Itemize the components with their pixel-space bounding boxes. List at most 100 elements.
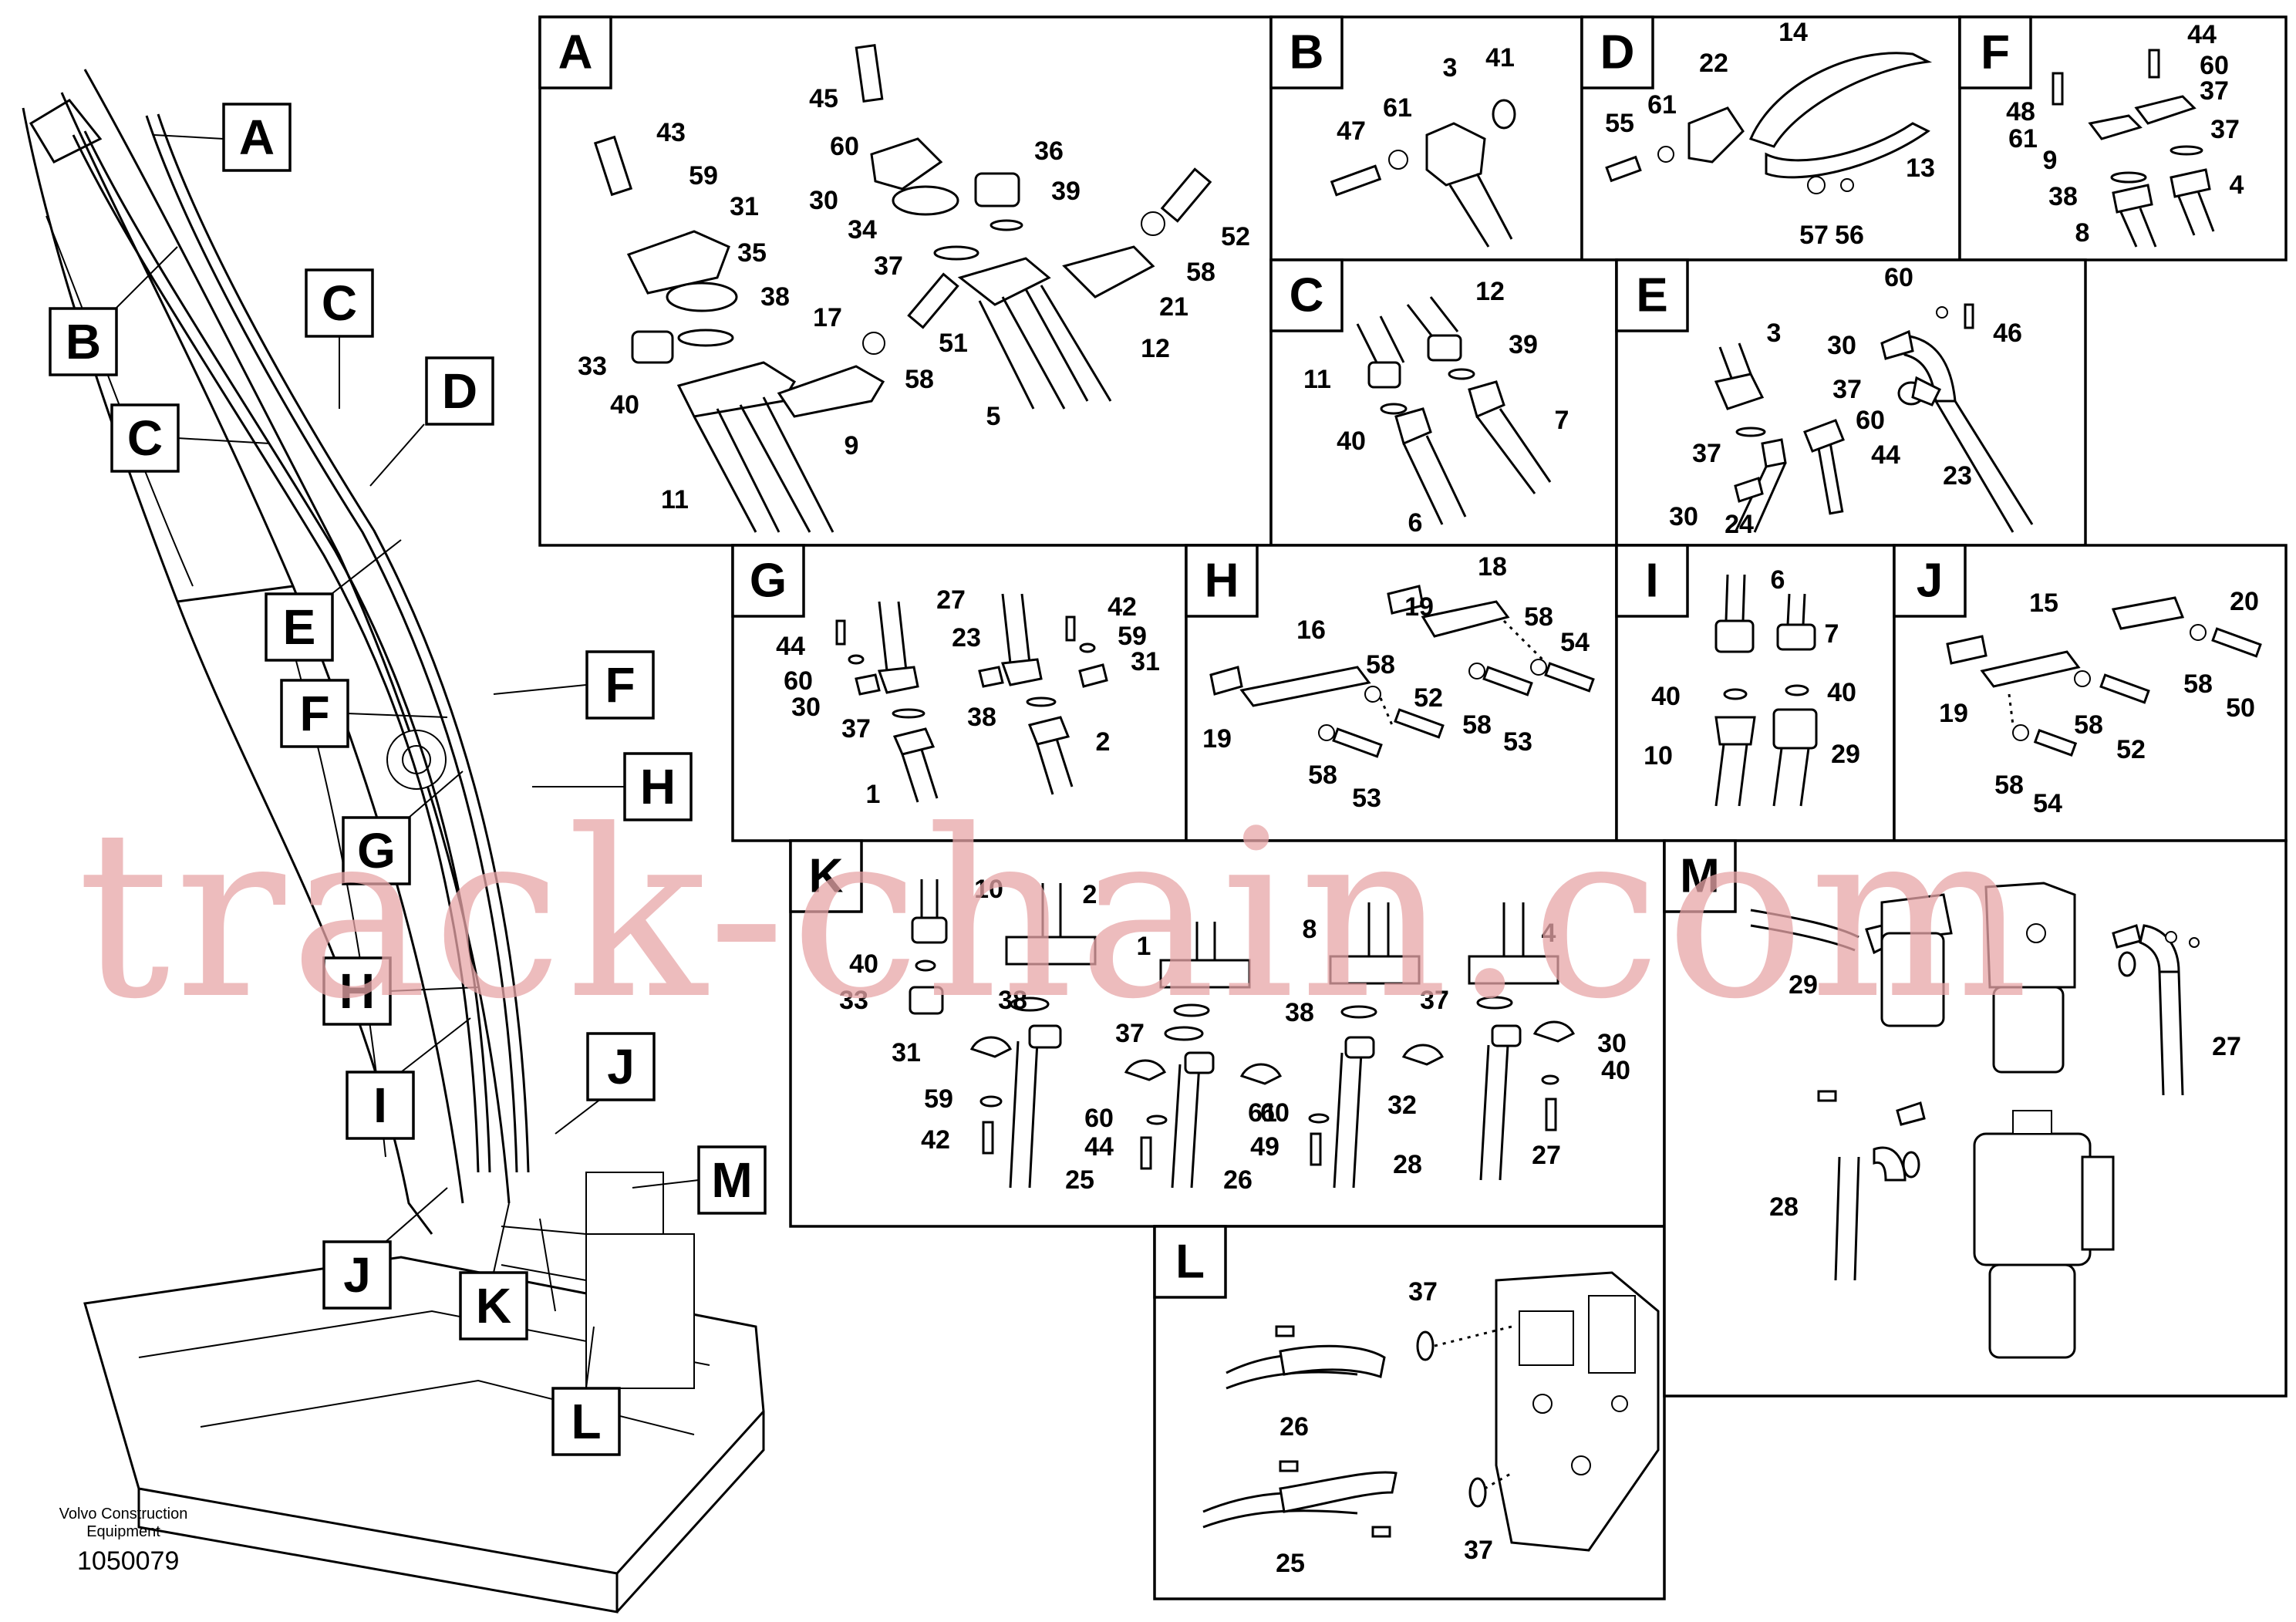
part-number-label: 37 (874, 251, 903, 281)
part-number-label: 27 (1532, 1141, 1561, 1170)
detail-panel-h: H 18 16 19 58 54 58 52 19 58 (1185, 544, 1618, 842)
part-number-label: 49 (1250, 1132, 1279, 1162)
callout-b: B (66, 314, 101, 369)
part-number-label: 19 (1404, 592, 1434, 622)
panel-c-label: C (1290, 269, 1324, 322)
panel-b-artwork (1330, 99, 1516, 248)
part-number-label: 30 (809, 186, 838, 215)
detail-panel-k: K (789, 839, 1666, 1228)
part-number-label: 58 (1462, 710, 1492, 740)
part-number-label: 1 (1137, 932, 1151, 961)
panel-d-label: D (1600, 26, 1635, 79)
part-number-label: 7 (1825, 619, 1839, 649)
part-number-label: 3 (1767, 319, 1782, 348)
detail-panel-c: C 12 39 11 40 7 6 (1269, 258, 1618, 547)
detail-panel-f: F 44 60 48 37 61 37 9 38 4 8 (1958, 15, 2288, 261)
part-number-label: 27 (2212, 1032, 2241, 1061)
part-number-label: 38 (998, 986, 1027, 1015)
part-number-label: 48 (2006, 97, 2035, 126)
part-number-label: 6 (1771, 565, 1785, 595)
part-number-label: 38 (967, 703, 996, 732)
part-number-label: 58 (905, 365, 934, 394)
callout-c-upper: C (322, 275, 357, 331)
panel-l-part-numbers: 37 26 37 25 (1276, 1277, 1493, 1578)
part-number-label: 39 (1509, 330, 1538, 359)
panel-j-part-numbers: 15 20 58 50 19 58 52 58 54 (1939, 587, 2259, 818)
part-number-label: 13 (1906, 153, 1935, 183)
part-number-label: 22 (1699, 49, 1728, 78)
part-number-label: 54 (2033, 789, 2062, 818)
panel-j-artwork (1946, 596, 2262, 757)
panel-a-part-numbers: 43 59 31 35 38 33 40 11 45 60 30 34 36 3… (578, 84, 1250, 514)
part-number-label: 32 (1387, 1091, 1417, 1120)
panel-i-part-numbers: 6 7 40 40 10 29 (1644, 565, 1860, 771)
part-number-label: 38 (760, 282, 790, 312)
panel-d-artwork (1605, 52, 1933, 194)
callout-i: I (373, 1077, 387, 1133)
callout-f-right: F (605, 657, 635, 713)
part-number-label: 40 (1651, 682, 1681, 711)
part-number-label: 59 (1118, 622, 1147, 651)
part-number-label: 60 (1884, 263, 1913, 292)
part-number-label: 37 (1464, 1536, 1493, 1565)
part-number-label: 30 (791, 693, 821, 722)
part-number-label: 58 (1994, 771, 2024, 800)
part-number-label: 56 (1835, 221, 1864, 250)
part-number-label: 53 (1503, 727, 1532, 757)
part-number-label: 37 (1420, 986, 1449, 1015)
part-number-label: 60 (1084, 1104, 1114, 1133)
panel-i-label: I (1645, 555, 1658, 608)
part-number-label: 24 (1725, 510, 1754, 539)
part-number-label: 50 (2226, 693, 2255, 723)
part-number-label: 40 (610, 390, 639, 420)
part-number-label: 31 (730, 192, 759, 221)
part-number-label: 21 (1159, 292, 1188, 322)
callout-e: E (283, 599, 316, 655)
panel-e-artwork (1714, 303, 2034, 533)
part-number-label: 8 (2075, 218, 2090, 248)
part-number-label: 42 (1108, 592, 1137, 622)
callout-m: M (711, 1152, 752, 1208)
panel-k-label: K (809, 850, 844, 903)
part-number-label: 60 (1856, 406, 1885, 435)
part-number-label: 11 (1303, 365, 1331, 394)
part-number-label: 29 (1831, 740, 1860, 769)
part-number-label: 11 (661, 485, 689, 514)
part-number-label: 43 (656, 118, 686, 147)
panel-j-label: J (1917, 555, 1943, 608)
panel-h-artwork (1209, 585, 1595, 758)
panel-l-label: L (1175, 1236, 1205, 1289)
part-number-label: 37 (841, 714, 871, 744)
callout-a: A (239, 110, 275, 165)
detail-panel-l: L 37 26 37 25 (1153, 1225, 1666, 1600)
part-number-label: 60 (830, 132, 859, 161)
detail-panel-m: M 29 27 28 (1663, 839, 2288, 1398)
callout-j-lower: J (343, 1247, 371, 1303)
part-number-label: 41 (1485, 43, 1515, 73)
part-number-label: 1 (866, 780, 881, 809)
part-number-label: 4 (1542, 919, 1556, 948)
part-number-label: 57 (1799, 221, 1829, 250)
part-number-label: 31 (892, 1038, 921, 1067)
part-number-label: 58 (1524, 602, 1553, 632)
part-number-label: 19 (1202, 724, 1232, 754)
part-number-label: 3 (1443, 53, 1458, 83)
part-number-label: 52 (1221, 222, 1250, 251)
part-number-label: 40 (849, 949, 878, 979)
part-number-label: 26 (1279, 1412, 1309, 1442)
callout-g: G (357, 823, 396, 878)
detail-panel-b: B 47 61 3 41 (1269, 15, 1583, 261)
part-number-label: 9 (845, 431, 859, 460)
part-number-label: 60 (1260, 1098, 1290, 1128)
part-number-label: 37 (2210, 115, 2240, 144)
part-number-label: 29 (1789, 970, 1818, 1000)
part-number-label: 58 (2183, 669, 2213, 699)
panel-c-artwork (1356, 296, 1552, 525)
part-number-label: 44 (2187, 20, 2217, 49)
panel-m-artwork (1750, 882, 2200, 1359)
maker-line-1: Volvo Construction (59, 1506, 188, 1523)
part-number-label: 25 (1276, 1549, 1305, 1578)
panel-l-artwork (1202, 1271, 1660, 1552)
part-number-label: 6 (1408, 508, 1423, 538)
part-number-label: 5 (986, 402, 1001, 431)
